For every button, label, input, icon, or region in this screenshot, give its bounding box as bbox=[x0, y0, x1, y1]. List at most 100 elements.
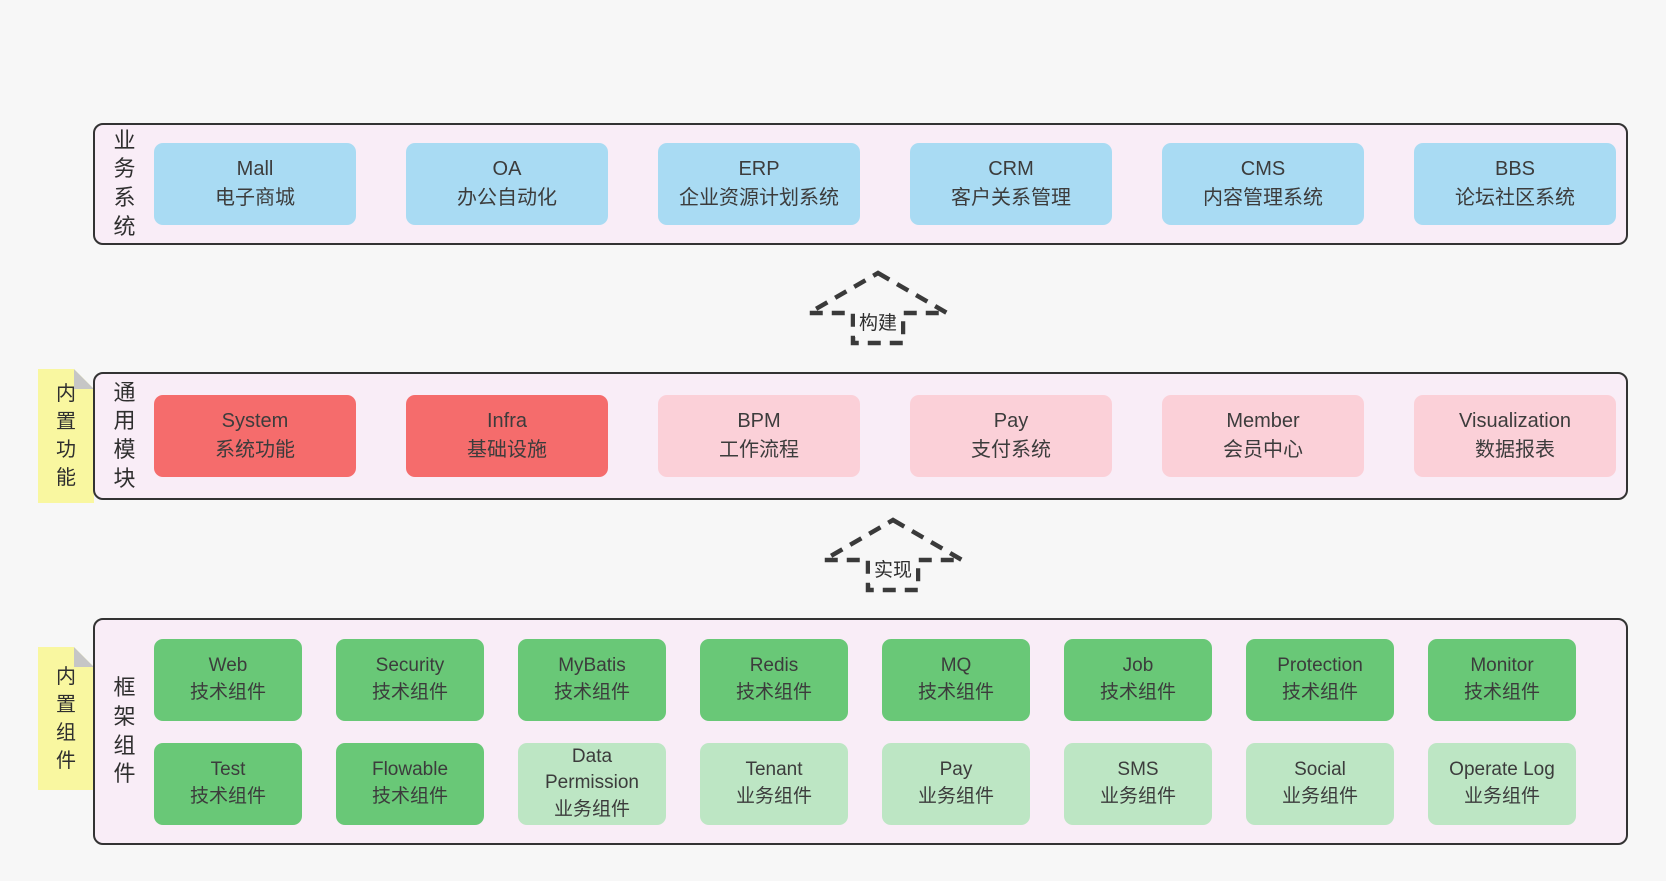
tag-built-in-features: 内置功能 bbox=[38, 369, 94, 503]
box-pay-business: Pay 业务组件 bbox=[882, 742, 1030, 825]
business-row: Mall 电子商城 OA 办公自动化 ERP 企业资源计划系统 CRM 客户关系… bbox=[154, 143, 1626, 225]
box-name: Mall bbox=[236, 158, 274, 180]
box-crm: CRM 客户关系管理 bbox=[910, 143, 1112, 225]
box-desc: 业务组件 bbox=[917, 785, 994, 807]
box-desc: 论坛社区系统 bbox=[1455, 187, 1575, 209]
business-systems-band: 业务系统 Mall 电子商城 OA 办公自动化 ERP 企业资源计划系统 CRM bbox=[93, 123, 1628, 245]
box-desc: 业务组件 bbox=[1281, 785, 1358, 807]
box-name: System bbox=[221, 410, 289, 432]
box-name: MyBatis bbox=[558, 655, 626, 677]
box-social: Social 业务组件 bbox=[1246, 742, 1394, 825]
box-job: Job 技术组件 bbox=[1064, 638, 1212, 721]
arrow-build-label: 构建 bbox=[854, 312, 902, 337]
box-desc: 企业资源计划系统 bbox=[679, 187, 839, 209]
box-name: Redis bbox=[749, 655, 799, 677]
box-infra: Infra 基础设施 bbox=[406, 395, 608, 477]
box-flowable: Flowable 技术组件 bbox=[336, 742, 484, 825]
box-system: System 系统功能 bbox=[154, 395, 356, 477]
box-cms: CMS 内容管理系统 bbox=[1162, 143, 1364, 225]
box-name: Test bbox=[210, 759, 246, 781]
box-oa: OA 办公自动化 bbox=[406, 143, 608, 225]
business-band-body: Mall 电子商城 OA 办公自动化 ERP 企业资源计划系统 CRM 客户关系… bbox=[154, 125, 1626, 243]
tag-text: 内置组件 bbox=[56, 665, 76, 772]
box-visualization: Visualization 数据报表 bbox=[1414, 395, 1616, 477]
box-desc: 技术组件 bbox=[735, 681, 812, 703]
folded-corner-icon bbox=[74, 369, 94, 389]
box-member: Member 会员中心 bbox=[1162, 395, 1364, 477]
box-operate-log: Operate Log 业务组件 bbox=[1428, 742, 1576, 825]
box-name: Job bbox=[1122, 655, 1154, 677]
box-desc: 技术组件 bbox=[917, 681, 994, 703]
box-desc: 客户关系管理 bbox=[951, 187, 1071, 209]
box-mq: MQ 技术组件 bbox=[882, 638, 1030, 721]
box-desc: 技术组件 bbox=[189, 681, 266, 703]
box-desc: 业务组件 bbox=[553, 798, 630, 820]
box-name: Protection bbox=[1277, 655, 1363, 677]
band-label-modules: 通用模块 bbox=[95, 374, 154, 498]
box-desc: 内容管理系统 bbox=[1203, 187, 1323, 209]
box-sms: SMS 业务组件 bbox=[1064, 742, 1212, 825]
box-desc: 业务组件 bbox=[735, 785, 812, 807]
framework-row-2: Test 技术组件 Flowable 技术组件 Data Permission … bbox=[154, 742, 1626, 825]
box-desc: 技术组件 bbox=[371, 681, 448, 703]
box-name: Web bbox=[208, 655, 248, 677]
band-label-business: 业务系统 bbox=[95, 125, 154, 243]
box-desc: 技术组件 bbox=[1099, 681, 1176, 703]
box-name: Monitor bbox=[1470, 655, 1534, 677]
framework-band-body: Web 技术组件 Security 技术组件 MyBatis 技术组件 Redi… bbox=[154, 620, 1626, 843]
box-tenant: Tenant 业务组件 bbox=[700, 742, 848, 825]
box-desc: 基础设施 bbox=[467, 439, 547, 461]
box-name: Security bbox=[375, 655, 445, 677]
box-desc: 支付系统 bbox=[971, 439, 1051, 461]
box-name: BBS bbox=[1494, 158, 1536, 180]
box-desc: 数据报表 bbox=[1475, 439, 1555, 461]
box-security: Security 技术组件 bbox=[336, 638, 484, 721]
box-desc: 技术组件 bbox=[553, 681, 630, 703]
box-name: Visualization bbox=[1459, 410, 1571, 432]
box-desc: 电子商城 bbox=[215, 187, 295, 209]
box-name: Data Permission bbox=[545, 746, 639, 794]
box-name: Operate Log bbox=[1449, 759, 1555, 781]
band-label-framework: 框架组件 bbox=[95, 620, 154, 843]
box-name: OA bbox=[492, 158, 522, 180]
box-name: CRM bbox=[988, 158, 1034, 180]
box-name: MQ bbox=[940, 655, 972, 677]
box-bpm: BPM 工作流程 bbox=[658, 395, 860, 477]
box-desc: 会员中心 bbox=[1223, 439, 1303, 461]
box-protection: Protection 技术组件 bbox=[1246, 638, 1394, 721]
box-mybatis: MyBatis 技术组件 bbox=[518, 638, 666, 721]
band-label-text: 框架组件 bbox=[113, 675, 136, 787]
box-name: Flowable bbox=[371, 759, 449, 781]
box-pay: Pay 支付系统 bbox=[910, 395, 1112, 477]
tag-text: 内置功能 bbox=[56, 383, 76, 489]
box-desc: 系统功能 bbox=[215, 439, 295, 461]
box-name: Infra bbox=[486, 410, 528, 432]
box-name: CMS bbox=[1240, 158, 1286, 180]
framework-row-1: Web 技术组件 Security 技术组件 MyBatis 技术组件 Redi… bbox=[154, 638, 1626, 721]
box-monitor: Monitor 技术组件 bbox=[1428, 638, 1576, 721]
up-arrow-icon bbox=[806, 270, 950, 346]
box-desc: 工作流程 bbox=[719, 439, 799, 461]
box-web: Web 技术组件 bbox=[154, 638, 302, 721]
box-name: Tenant bbox=[745, 759, 803, 781]
arrow-build: 构建 bbox=[806, 270, 950, 346]
common-modules-band: 通用模块 System 系统功能 Infra 基础设施 BPM 工作流程 Pay bbox=[93, 372, 1628, 500]
box-name: BPM bbox=[737, 410, 781, 432]
band-label-text: 业务系统 bbox=[113, 127, 136, 239]
box-name: SMS bbox=[1117, 759, 1159, 781]
box-data-permission: Data Permission 业务组件 bbox=[518, 742, 666, 825]
box-name: ERP bbox=[738, 158, 780, 180]
box-desc: 技术组件 bbox=[1281, 681, 1358, 703]
box-name: Pay bbox=[993, 410, 1029, 432]
box-erp: ERP 企业资源计划系统 bbox=[658, 143, 860, 225]
box-bbs: BBS 论坛社区系统 bbox=[1414, 143, 1616, 225]
box-desc: 技术组件 bbox=[371, 785, 448, 807]
up-arrow-icon bbox=[821, 517, 965, 593]
box-name: Member bbox=[1226, 410, 1300, 432]
box-desc: 业务组件 bbox=[1463, 785, 1540, 807]
box-desc: 业务组件 bbox=[1099, 785, 1176, 807]
box-mall: Mall 电子商城 bbox=[154, 143, 356, 225]
modules-band-body: System 系统功能 Infra 基础设施 BPM 工作流程 Pay 支付系统… bbox=[154, 374, 1626, 498]
box-redis: Redis 技术组件 bbox=[700, 638, 848, 721]
